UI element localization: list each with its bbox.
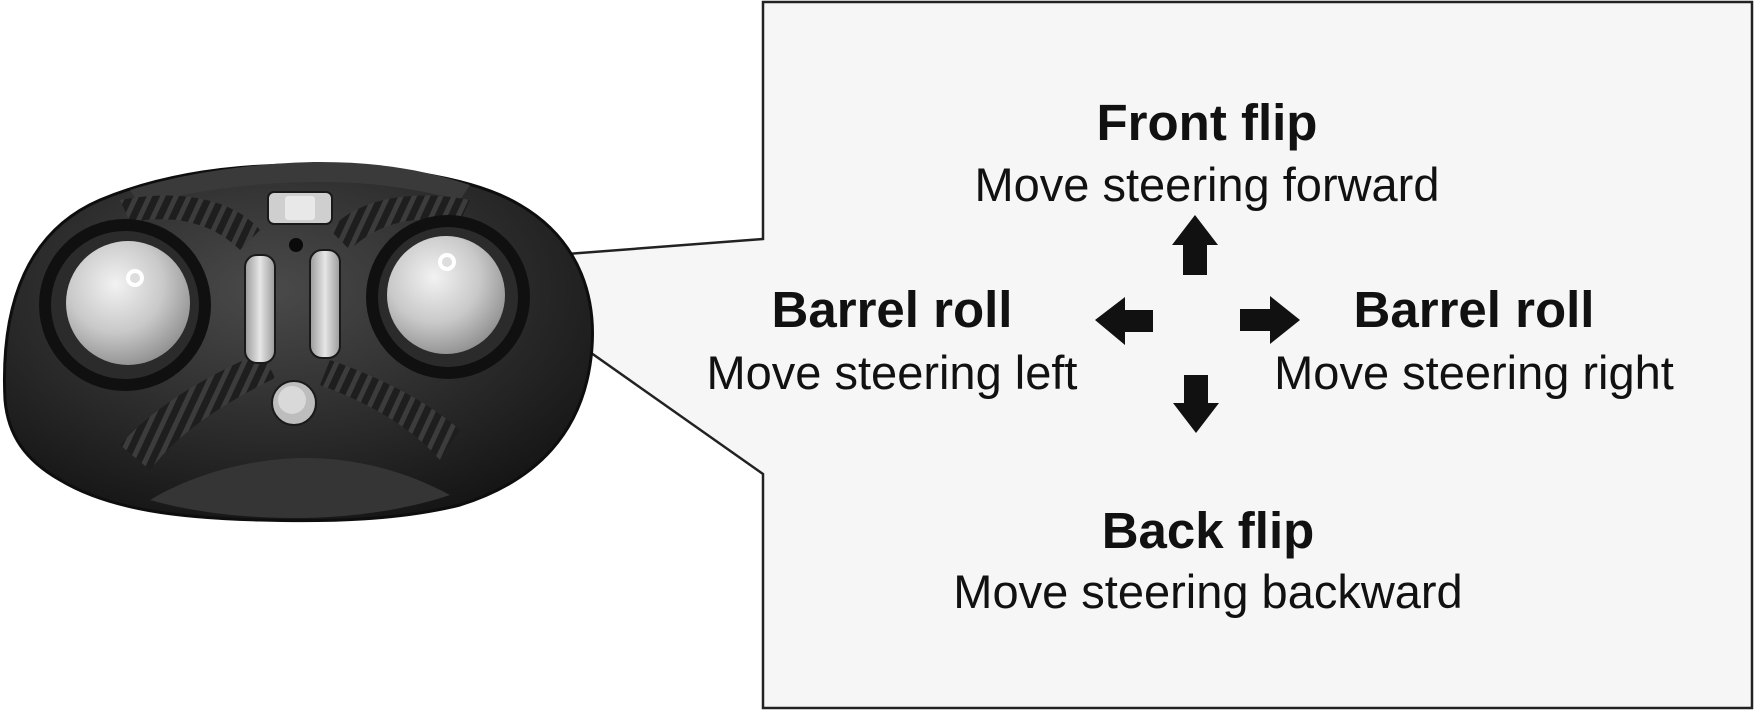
arrow-left-icon <box>1095 297 1153 345</box>
label-barrel-roll-right: Barrel roll Move steering right <box>1274 281 1674 399</box>
direction-arrows <box>1095 215 1300 433</box>
label-back-flip: Back flip Move steering backward <box>953 502 1462 618</box>
barrel-roll-left-title: Barrel roll <box>772 281 1013 338</box>
front-flip-title: Front flip <box>1097 94 1318 151</box>
callout-panel <box>458 0 1754 710</box>
arrow-up-icon <box>1172 215 1218 275</box>
front-flip-instruction: Move steering forward <box>975 158 1440 211</box>
back-flip-instruction: Move steering backward <box>953 565 1462 618</box>
arrow-down-icon <box>1173 375 1219 433</box>
label-barrel-roll-left: Barrel roll Move steering left <box>707 281 1078 399</box>
barrel-roll-right-title: Barrel roll <box>1354 281 1595 338</box>
label-front-flip: Front flip Move steering forward <box>975 94 1440 211</box>
remote-controller-image <box>2 162 594 523</box>
barrel-roll-right-instruction: Move steering right <box>1274 346 1674 399</box>
arrow-right-icon <box>1240 296 1300 344</box>
barrel-roll-left-instruction: Move steering left <box>707 346 1078 399</box>
back-flip-title: Back flip <box>1102 502 1315 559</box>
